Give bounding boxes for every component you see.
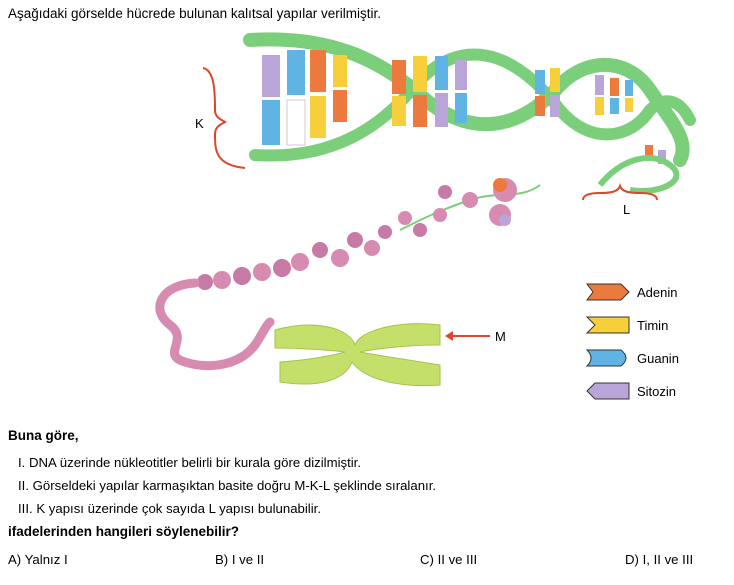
- legend-label: Timin: [637, 318, 668, 333]
- legend-cytosine: Sitozin: [585, 381, 631, 403]
- dna-double-helix: [250, 39, 690, 191]
- thymine-notch-icon: [585, 315, 631, 335]
- legend-adenine: Adenin: [585, 282, 631, 304]
- option-c[interactable]: C) II ve III: [420, 552, 477, 567]
- label-k: K: [195, 116, 204, 131]
- question-lead: Buna göre,: [8, 428, 79, 443]
- label-m: M: [495, 329, 506, 344]
- statement-3: III. K yapısı üzerinde çok sayıda L yapı…: [18, 501, 321, 516]
- legend-label: Adenin: [637, 285, 677, 300]
- cytosine-notch-icon: [585, 381, 631, 401]
- option-d[interactable]: D) I, II ve III: [625, 552, 693, 567]
- chromosome: [275, 324, 440, 386]
- heredity-figure: K L M: [140, 30, 700, 400]
- adenine-arrow-icon: [585, 282, 631, 302]
- option-b[interactable]: B) I ve II: [215, 552, 264, 567]
- question-prompt: Aşağıdaki görselde hücrede bulunan kalıt…: [8, 6, 381, 21]
- legend-label: Guanin: [637, 351, 679, 366]
- question-ask: ifadelerinden hangileri söylenebilir?: [8, 524, 239, 539]
- statement-2: II. Görseldeki yapılar karmaşıktan basit…: [18, 478, 436, 493]
- legend-thymine: Timin: [585, 315, 631, 337]
- legend-label: Sitozin: [637, 384, 676, 399]
- label-l: L: [623, 202, 630, 217]
- statement-1: I. DNA üzerinde nükleotitler belirli bir…: [18, 455, 361, 470]
- option-a[interactable]: A) Yalnız I: [8, 552, 68, 567]
- k-bracket: [203, 68, 245, 168]
- guanine-round-icon: [585, 348, 631, 368]
- legend-guanine: Guanin: [585, 348, 631, 370]
